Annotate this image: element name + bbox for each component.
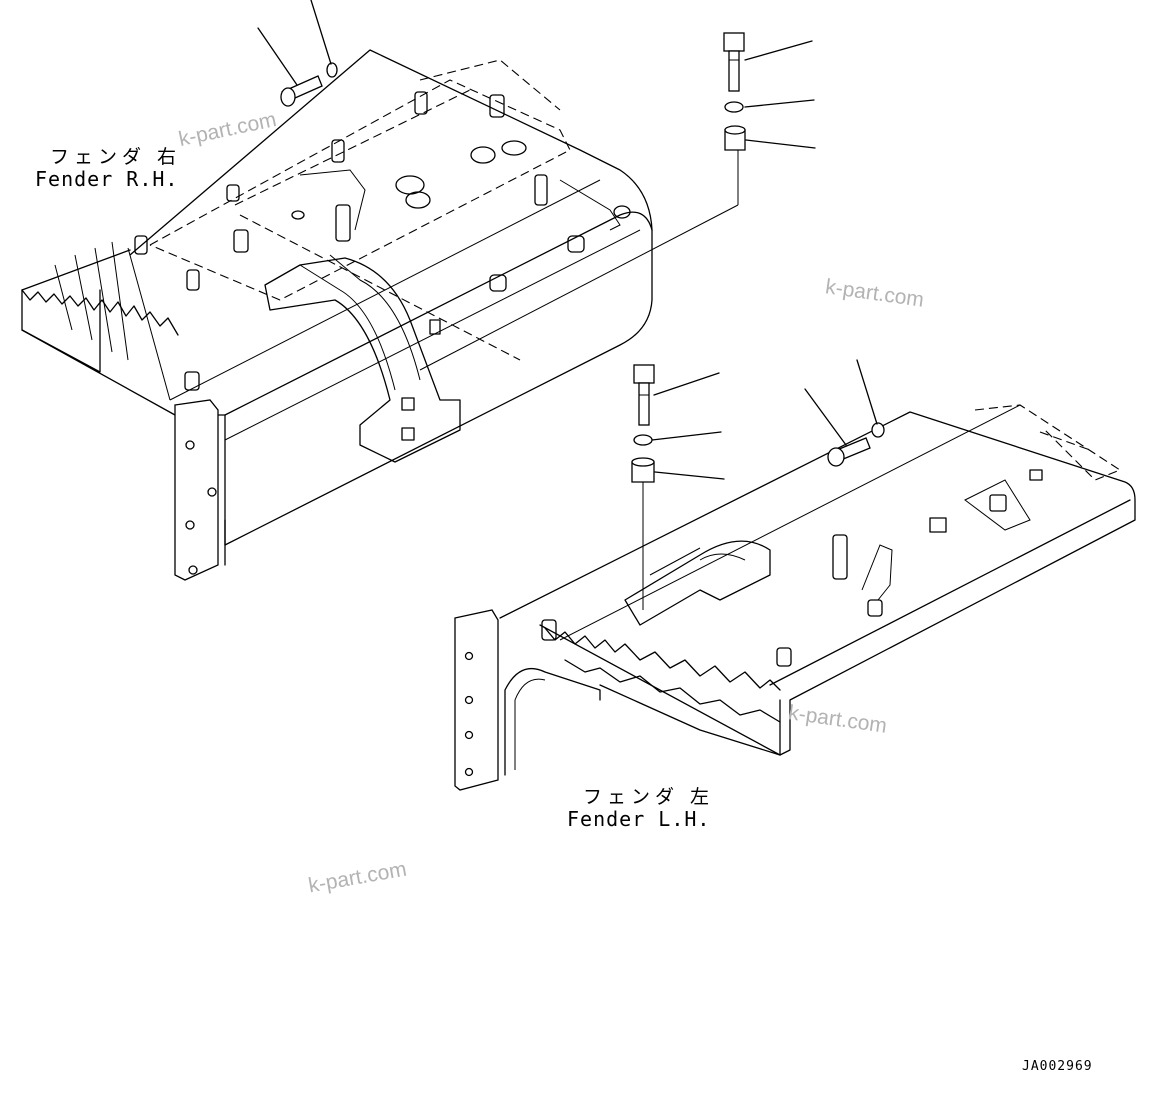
fender-lh-label-jp: フェンダ 左	[583, 786, 715, 808]
fender-rh-label-en: Fender R.H.	[35, 167, 179, 191]
fender-rh-drawing	[21, 49, 653, 581]
rh-fender-bolt-right	[419, 32, 816, 371]
fender-rh-label-jp: フェンダ 右	[50, 146, 182, 168]
drawing-code: JA002969	[1022, 1059, 1093, 1074]
lh-fender-bolt-angled	[804, 359, 885, 467]
rh-fender-bolt-left	[257, 0, 338, 107]
fender-lh-label-en: Fender L.H.	[567, 807, 711, 831]
lh-fender-bolt-vertical	[631, 364, 725, 610]
fender-lh-drawing	[454, 404, 1136, 791]
